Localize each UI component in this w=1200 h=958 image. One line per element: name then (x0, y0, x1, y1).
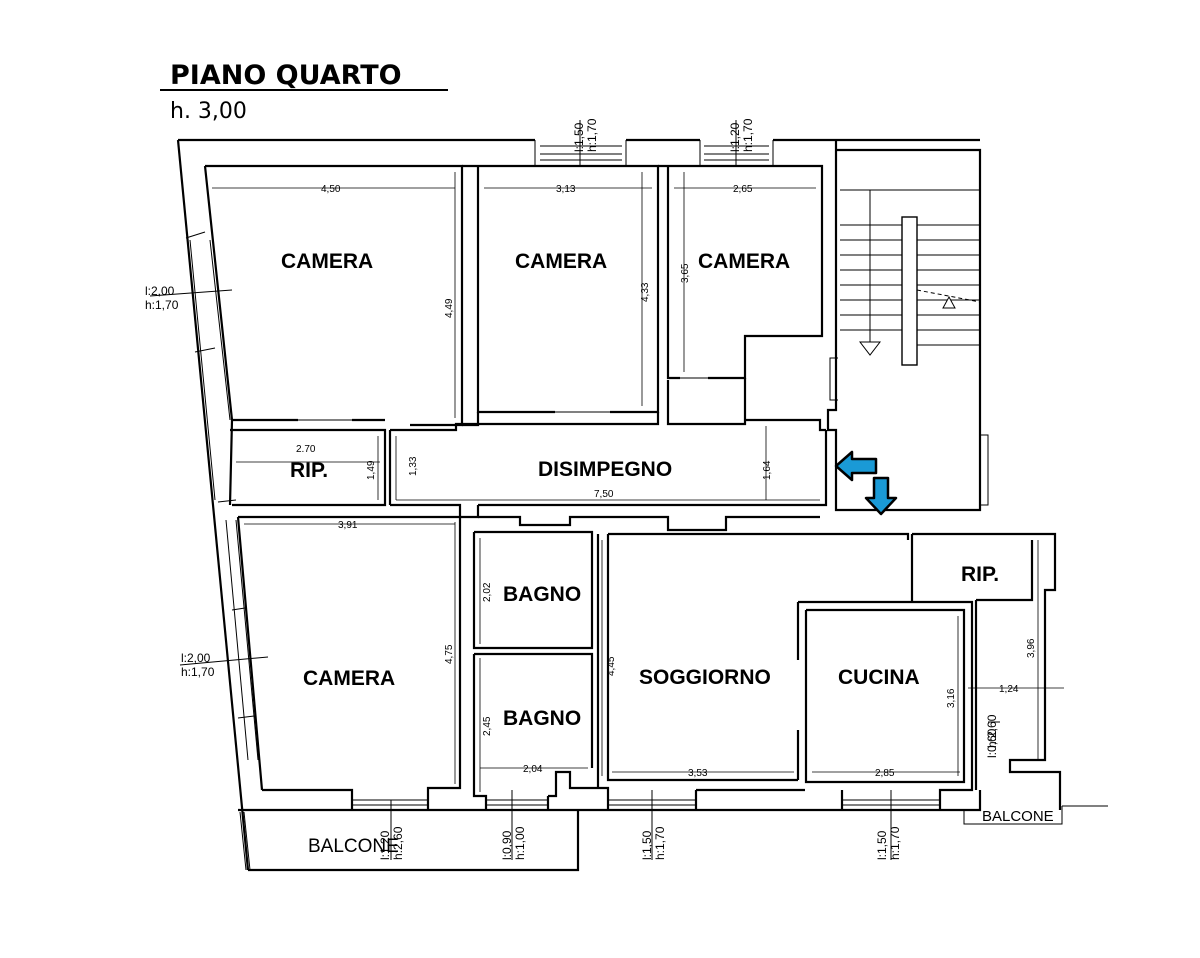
room-soggiorno: SOGGIORNO (639, 666, 771, 689)
dim-camera-1-height: 4,49 (444, 298, 455, 318)
dim-rip-1-width: 2.70 (296, 444, 316, 455)
window-bottom-3-width: l:1,50 (640, 830, 654, 860)
window-left-2-width: l:2,00 (181, 651, 211, 665)
window-bottom-2-height: h:1,00 (513, 826, 527, 860)
dim-bagno-width: 2,04 (523, 764, 543, 775)
window-left-2-height: h:1,70 (181, 665, 215, 679)
window-right-1-width: l:0,60 (985, 728, 999, 758)
window-bottom-3-height: h:1,70 (653, 826, 667, 860)
room-bagno-1: BAGNO (503, 583, 581, 606)
window-left-1-height: h:1,70 (145, 298, 179, 312)
room-balcone-2: BALCONE (982, 808, 1054, 825)
window-right-1-height: h:2,60 (985, 714, 999, 748)
window-bottom-4-width: l:1,50 (875, 830, 889, 860)
dim-cucina-width: 2,85 (875, 768, 895, 779)
dim-camera-3-height: 3,65 (680, 263, 691, 283)
dim-disimpegno-height-1: 1,33 (408, 456, 419, 476)
window-top-2-height: h:1,70 (741, 118, 755, 152)
windows (149, 120, 1000, 860)
dim-camera-4-height: 4,75 (444, 644, 455, 664)
room-camera-2: CAMERA (515, 250, 607, 273)
dim-camera-1-width: 4,50 (321, 184, 341, 195)
room-disimpegno: DISIMPEGNO (538, 458, 672, 481)
room-rip-1: RIP. (290, 459, 328, 482)
dim-bagno-2-height: 2,45 (482, 716, 493, 736)
dim-rip-1-height: 1,49 (366, 460, 377, 480)
dim-disimpegno-width: 7,50 (594, 489, 614, 500)
room-cucina: CUCINA (838, 666, 920, 689)
dim-soggiorno-width: 3,53 (688, 768, 708, 779)
dim-bagno-1-height: 2,02 (482, 582, 493, 602)
outer-walls (176, 138, 982, 872)
window-top-1-width: l:1,50 (572, 122, 586, 152)
dimension-lines (212, 172, 1064, 792)
room-camera-1: CAMERA (281, 250, 373, 273)
room-rip-2: RIP. (961, 563, 999, 586)
room-camera-4: CAMERA (303, 667, 395, 690)
staircase (826, 140, 989, 512)
window-top-1-height: h:1,70 (585, 118, 599, 152)
dim-camera-3-width: 2,65 (733, 184, 753, 195)
dim-rip-2-height: 3,96 (1026, 638, 1037, 658)
interior-walls (205, 164, 1108, 825)
dim-disimpegno-height-2: 1,64 (762, 460, 773, 480)
dim-cucina-height: 3,16 (946, 688, 957, 708)
ceiling-height: h. 3,00 (170, 99, 247, 124)
dim-camera-2-height: 4,33 (640, 282, 651, 302)
room-camera-3: CAMERA (698, 250, 790, 273)
dim-camera-2-width: 3,13 (556, 184, 576, 195)
room-balcone-1: BALCONE (308, 836, 399, 857)
room-bagno-2: BAGNO (503, 707, 581, 730)
window-top-2-width: l:1,20 (728, 122, 742, 152)
entrance-arrow-icon (834, 450, 898, 516)
dim-rip-2-width: 1,24 (999, 684, 1019, 695)
window-bottom-4-height: h:1,70 (888, 826, 902, 860)
window-bottom-1-height: h:2,60 (391, 826, 405, 860)
dim-camera-4-width: 3,91 (338, 520, 358, 531)
window-bottom-1-width: l:1,20 (378, 830, 392, 860)
dim-soggiorno-height: 4,45 (606, 656, 617, 676)
plan-title: PIANO QUARTO (170, 60, 402, 91)
window-left-1-width: l:2,00 (145, 284, 175, 298)
window-bottom-2-width: l:0,90 (500, 830, 514, 860)
